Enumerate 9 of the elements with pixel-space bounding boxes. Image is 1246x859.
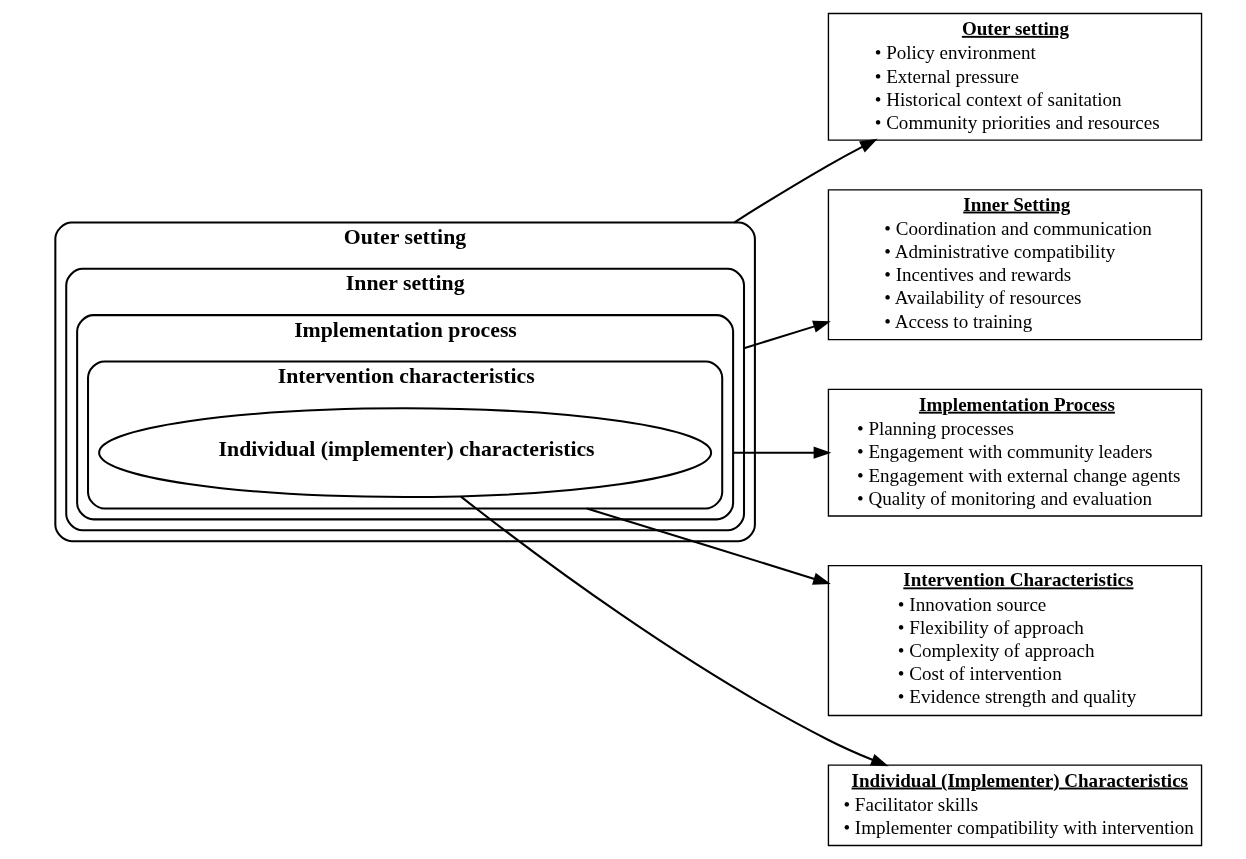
node-box: Individual (Implementer) Characteristics • Facilitator skills • Implementer compatibility with intervention (827, 764, 1203, 847)
arrow (743, 320, 831, 350)
node-box: Implementation Process • Planning processes • Engagement with community leaders • Engagement with external change agents • Quality of monitoring and evaluation (827, 388, 1203, 517)
node-ellipse: Individual (implementer) characteristics (98, 407, 713, 498)
arrow (733, 446, 832, 459)
arrow (733, 138, 878, 224)
node-box: Intervention Characteristics • Innovation source • Flexibility of approach • Complexity of approach • Cost of intervention • Evidence strength and quality (827, 565, 1203, 717)
node-box: Outer setting • Policy environment • External pressure • Historical context of sanitation • Community priorities and resources (827, 12, 1203, 141)
node-box: Inner Setting • Coordination and communication • Administrative compatibility • Incentives and rewards • Availability of resources • Access to training (827, 189, 1203, 341)
